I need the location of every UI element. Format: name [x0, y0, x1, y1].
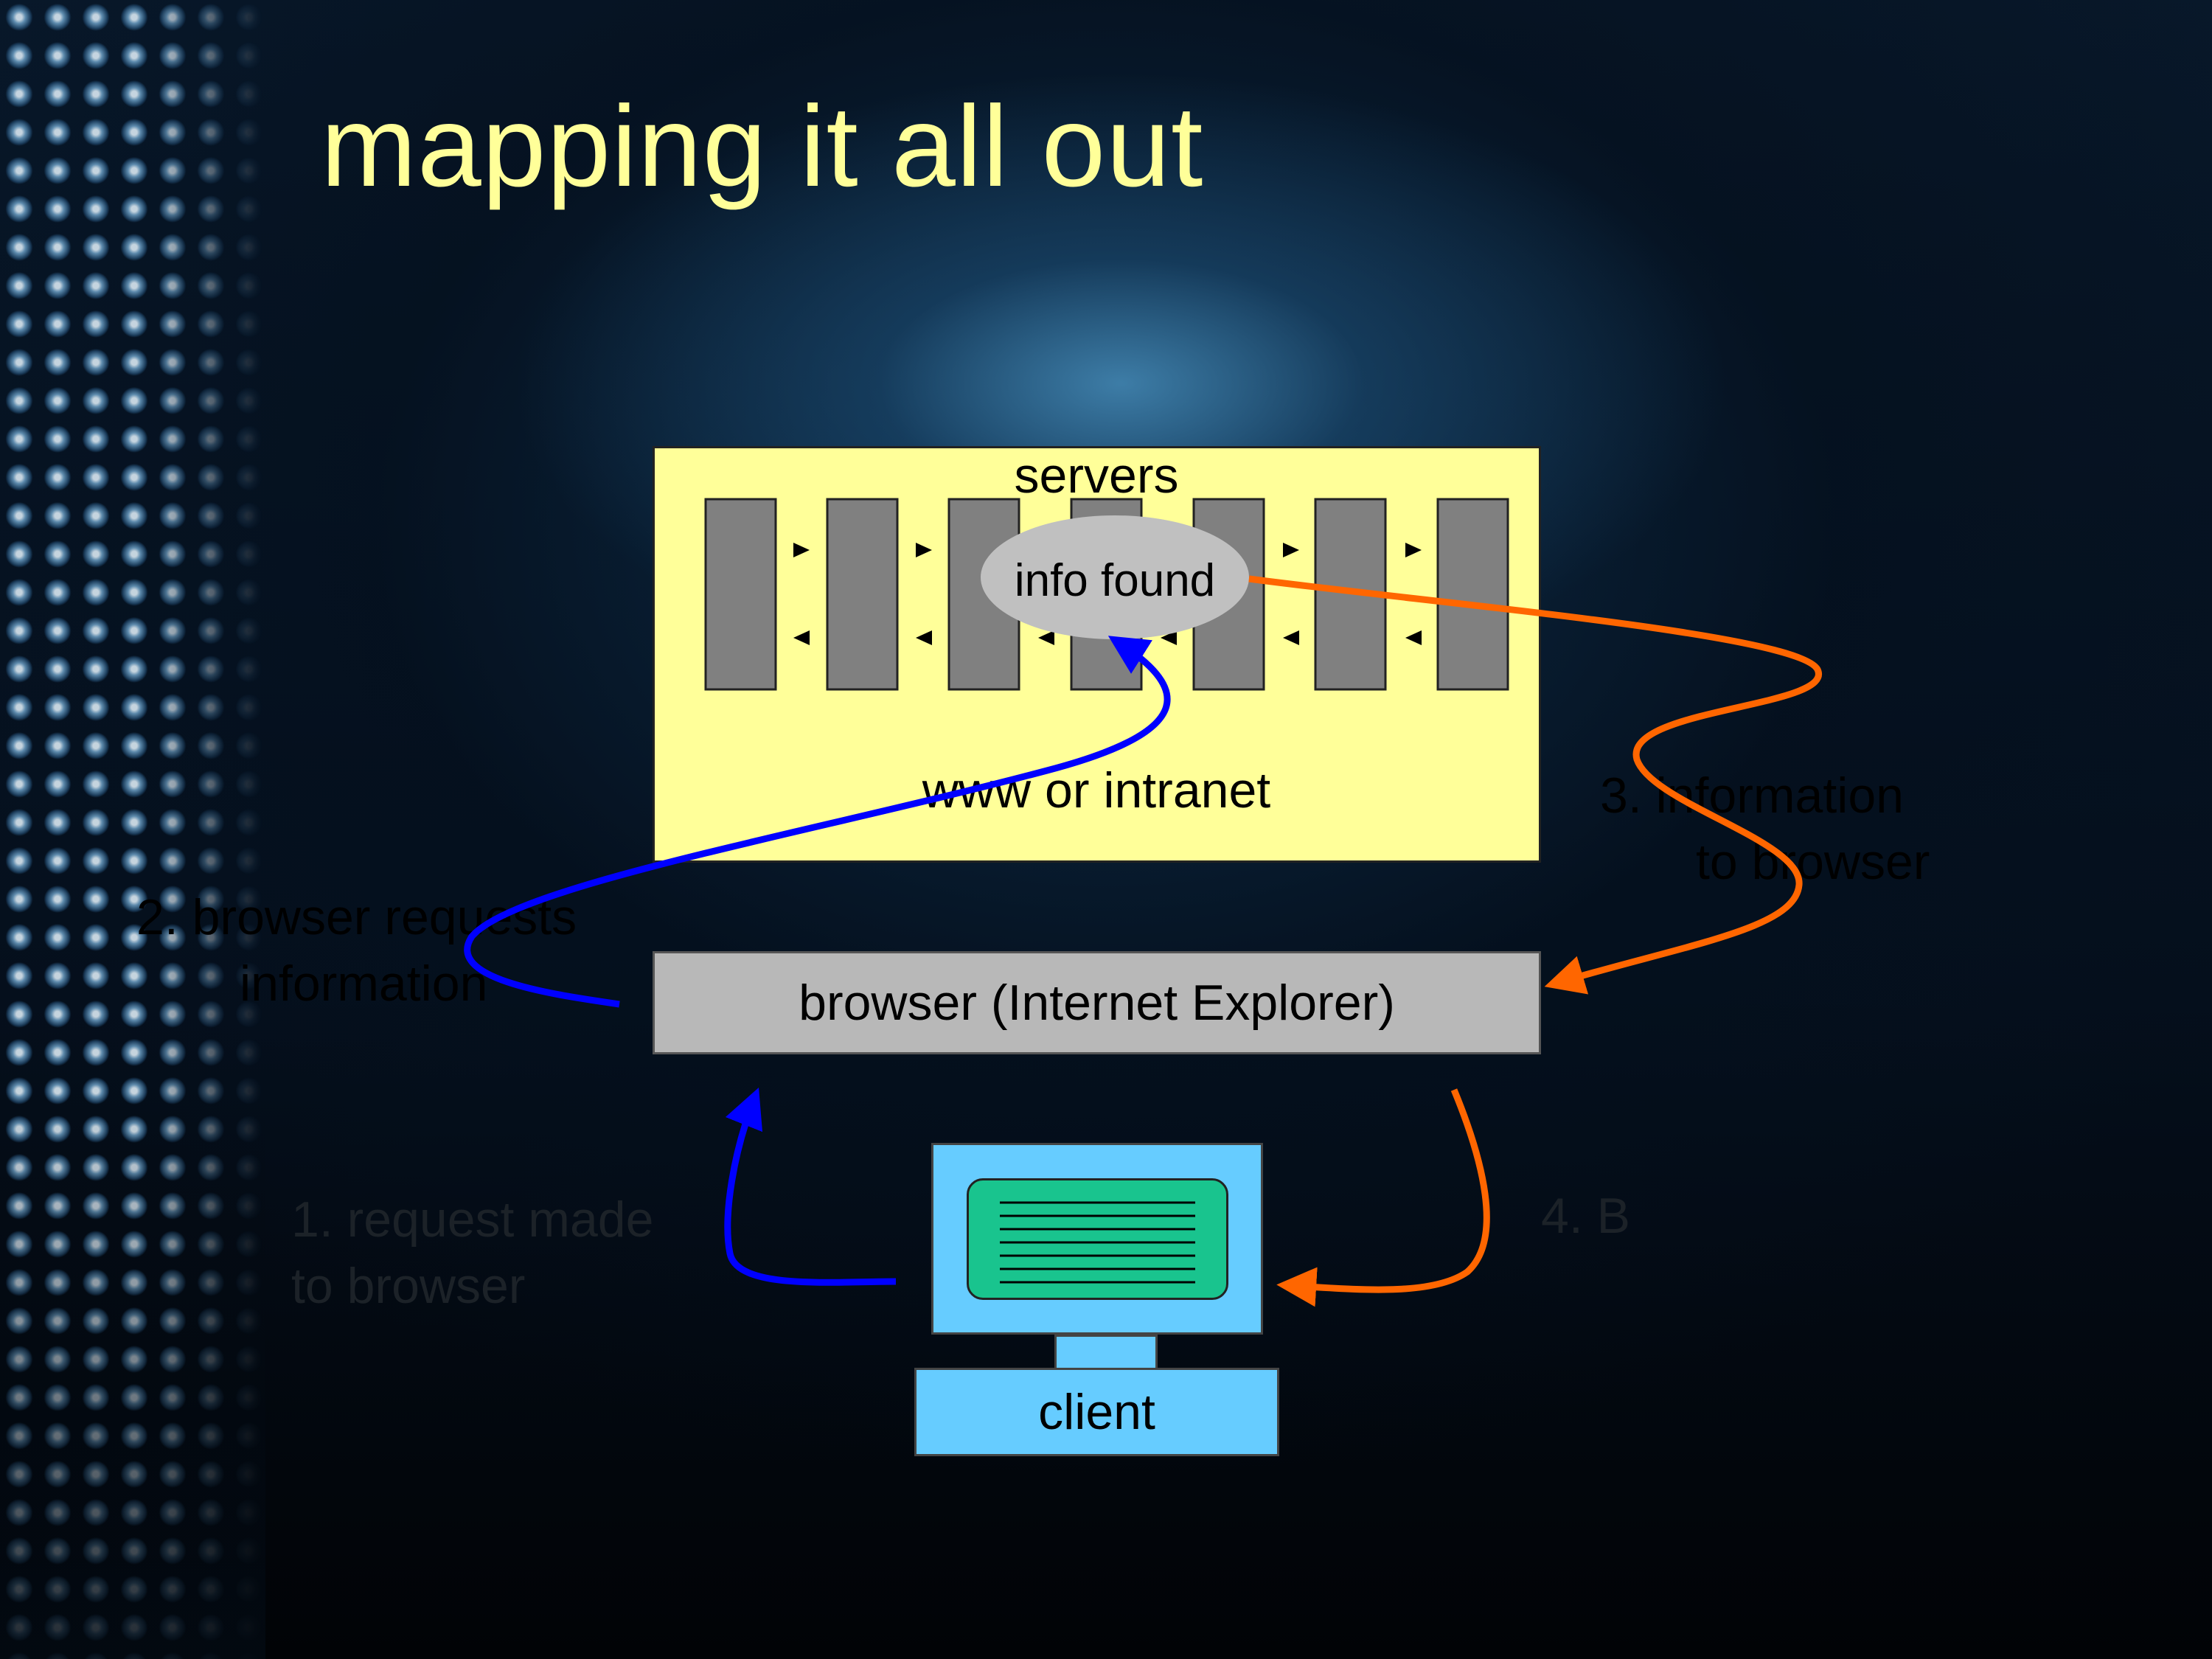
- bubble-texture-fade: [0, 1106, 265, 1659]
- screen-lines-icon: [1000, 1201, 1195, 1284]
- server-rack-1: [704, 498, 777, 691]
- server-rack-7: [1436, 498, 1509, 691]
- client-label: client: [1038, 1384, 1155, 1440]
- browser-box: browser (Internet Explorer): [653, 951, 1541, 1054]
- step4-response-arrow: [1276, 1088, 1490, 1307]
- slide-title: mapping it all out: [321, 83, 1204, 211]
- info-found-ellipse: [981, 515, 1249, 639]
- step1-request-arrow: [724, 1087, 897, 1286]
- step3-label-line2: to browser: [1696, 834, 1930, 890]
- step2-label-line2: information: [240, 956, 488, 1012]
- step1-label-line2: to browser: [291, 1258, 526, 1314]
- step2-request-arrow: [464, 636, 1171, 1008]
- info-found-label: info found: [1015, 555, 1215, 606]
- client-box: client: [914, 1368, 1279, 1456]
- client-screen: [967, 1178, 1228, 1300]
- server-rack-2: [826, 498, 899, 691]
- client-monitor-icon: [931, 1143, 1263, 1335]
- step3-response-arrow: [1248, 575, 1822, 995]
- browser-label: browser (Internet Explorer): [799, 975, 1395, 1031]
- step4-label: 4. B: [1541, 1188, 1630, 1244]
- step1-label-line1: 1. request made: [291, 1192, 654, 1248]
- servers-label: servers: [1015, 448, 1179, 504]
